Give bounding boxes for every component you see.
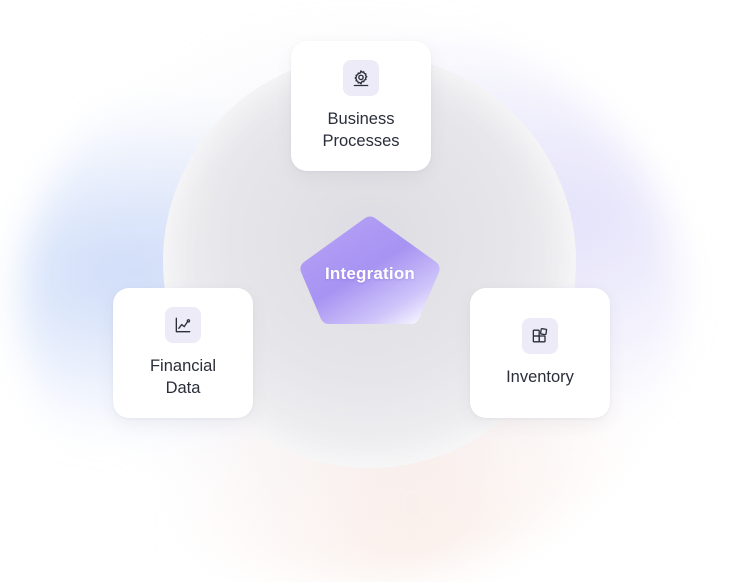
financial-data-label: Financial Data [123,355,243,399]
integration-label: Integration [324,264,416,283]
business-processes-card: Business Processes [291,41,431,171]
business-processes-label: Business Processes [301,108,421,152]
gear-icon [343,60,379,96]
pentagon-shape [300,216,440,324]
label-line-1: Inventory [506,368,574,386]
label-line-1: Financial [149,357,217,375]
label-line-2: Processes [322,132,400,150]
label-line-2: Data [165,379,201,397]
inventory-label: Inventory [480,366,600,388]
boxes-icon [522,318,558,354]
financial-data-card: Financial Data [113,288,253,418]
chart-line-icon [165,307,201,343]
label-line-1: Business [327,110,395,128]
integration-hub: Integration [298,214,442,326]
inventory-card: Inventory [470,288,610,418]
